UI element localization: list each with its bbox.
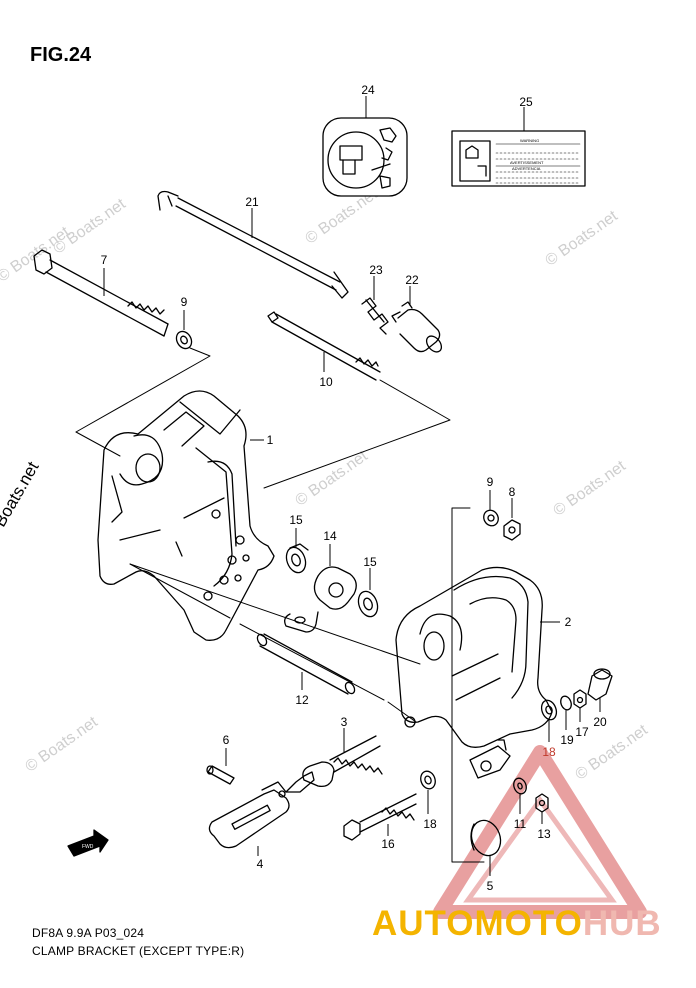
part-5-cap [470,819,502,857]
part-4-hook [285,771,315,793]
brand-wordmark: AUTOMOTOHUB [372,904,662,943]
callout-15: 15 [363,555,377,569]
callout-7: 7 [101,253,108,267]
callout-19: 19 [560,733,574,747]
callout-24: 24 [361,83,375,97]
part-20-collar [587,668,613,701]
part-22-knob [391,301,443,353]
part-1-clamp-bracket [97,390,275,641]
callout-1: 1 [267,433,274,447]
callout-25: 25 [519,95,533,109]
part-16-bolt [343,793,417,841]
part-4-lever [208,781,290,849]
callout-14: 14 [323,529,337,543]
part-18-washer [540,699,558,721]
callout-8: 8 [509,485,516,499]
callout-5: 5 [487,879,494,893]
part-14-plate [284,566,357,633]
callout-21: 21 [245,195,259,209]
part-2-clamp-bracket [395,566,553,779]
fwd-icon-label: FWD [82,844,94,850]
part-18-washer [420,770,436,790]
callout-16: 16 [381,837,395,851]
part-21-rod [157,190,349,299]
part-15-bushing [357,590,379,618]
part-12-rod [256,633,356,695]
part-8-nut [503,519,521,541]
callout-17: 17 [575,725,589,739]
part-19-washer [560,695,572,711]
svg-text:WARNING: WARNING [520,138,539,143]
callout-9: 9 [181,295,188,309]
callout-13: 13 [537,827,551,841]
callout-2: 2 [565,615,572,629]
part-17-nut [573,689,587,709]
leader-lines [75,347,485,863]
part-9-washer [483,509,499,527]
part-10-rod [267,311,381,381]
part-3-threaded-rod [302,735,383,788]
label-25-text: WARNING AVERTISSEMENT ADVERTENCIA [510,138,544,171]
callout-15: 15 [289,513,303,527]
part-6-pin [206,765,235,785]
warning-label-25 [451,130,586,187]
svg-text:ADVERTENCIA: ADVERTENCIA [512,166,541,171]
callout-9: 9 [487,475,494,489]
part-7-bolt [33,249,169,337]
part-11-washer [513,777,527,795]
part-15-bushing [285,543,309,574]
callout-11: 11 [514,817,527,831]
decal-24 [322,117,408,197]
callout-labels: 24 25 21 7 9 23 22 10 1 9 8 15 14 15 2 1… [101,83,607,893]
fwd-arrow-icon [67,829,109,857]
part-13-nut [535,793,549,813]
figure-code: DF8A 9.9A P03_024 [32,926,145,940]
callout-12: 12 [295,693,309,707]
part-23-spring [361,297,389,335]
callout-23: 23 [369,263,383,277]
brand-triangle [433,745,647,919]
callout-22: 22 [405,273,419,287]
callout-4: 4 [257,857,264,871]
callout-3: 3 [341,715,348,729]
callout-18: 18 [542,745,556,759]
part-9-washer [175,330,193,350]
callout-18: 18 [423,817,437,831]
callout-6: 6 [223,733,230,747]
callout-10: 10 [319,375,333,389]
figure-title: FIG.24 [30,44,92,66]
figure-caption: CLAMP BRACKET (EXCEPT TYPE:R) [32,944,245,958]
svg-text:AVERTISSEMENT: AVERTISSEMENT [510,160,544,165]
callout-20: 20 [593,715,607,729]
